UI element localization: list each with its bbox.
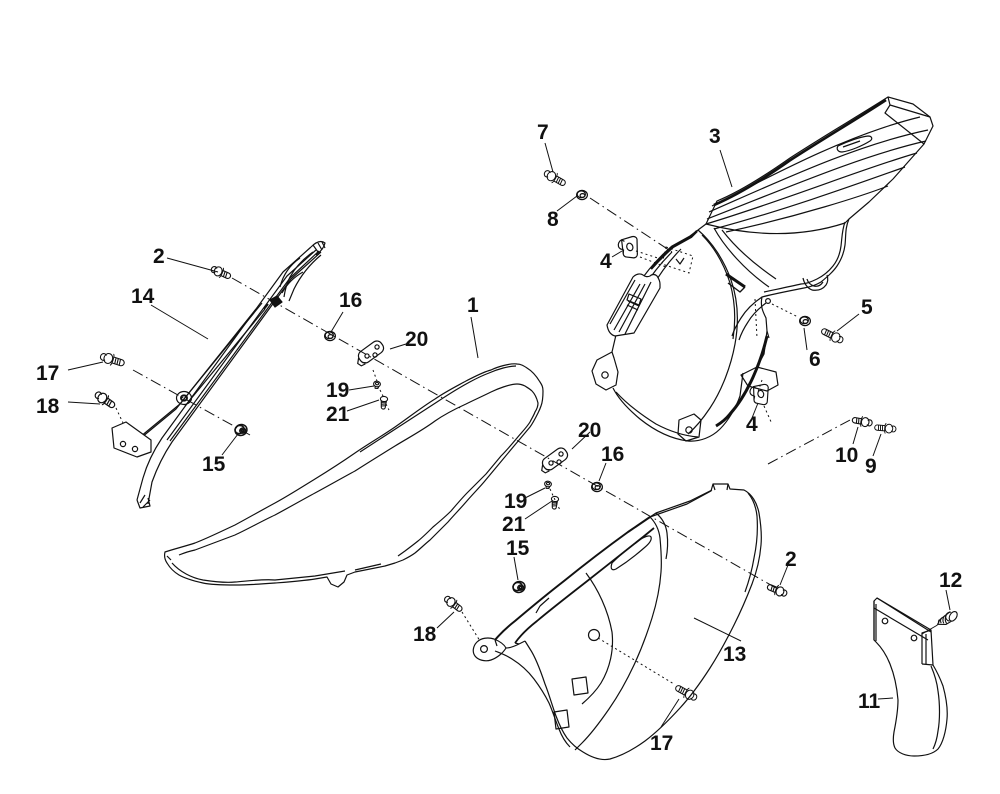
svg-text:21: 21 [326,403,350,426]
svg-text:20: 20 [405,328,428,351]
svg-text:18: 18 [36,395,60,418]
svg-text:18: 18 [413,623,437,646]
svg-text:19: 19 [326,379,349,402]
svg-text:19: 19 [504,490,527,513]
svg-text:17: 17 [36,362,59,385]
svg-text:1: 1 [467,294,479,317]
svg-text:9: 9 [865,455,877,478]
svg-text:16: 16 [601,443,624,466]
svg-text:2: 2 [153,245,165,268]
svg-text:12: 12 [939,569,962,592]
svg-text:4: 4 [600,250,612,273]
svg-text:10: 10 [835,444,858,467]
svg-text:7: 7 [537,121,549,144]
svg-text:14: 14 [131,285,155,308]
svg-text:20: 20 [578,419,601,442]
svg-text:2: 2 [785,548,797,571]
svg-text:17: 17 [650,732,673,755]
svg-text:16: 16 [339,289,362,312]
svg-text:4: 4 [746,413,758,436]
svg-text:3: 3 [709,125,721,148]
svg-text:21: 21 [502,513,526,536]
svg-text:6: 6 [809,348,821,371]
svg-text:8: 8 [547,208,559,231]
svg-text:13: 13 [723,643,746,666]
svg-text:5: 5 [861,296,873,319]
svg-text:15: 15 [506,537,530,560]
svg-text:15: 15 [202,453,226,476]
svg-text:11: 11 [858,690,881,713]
